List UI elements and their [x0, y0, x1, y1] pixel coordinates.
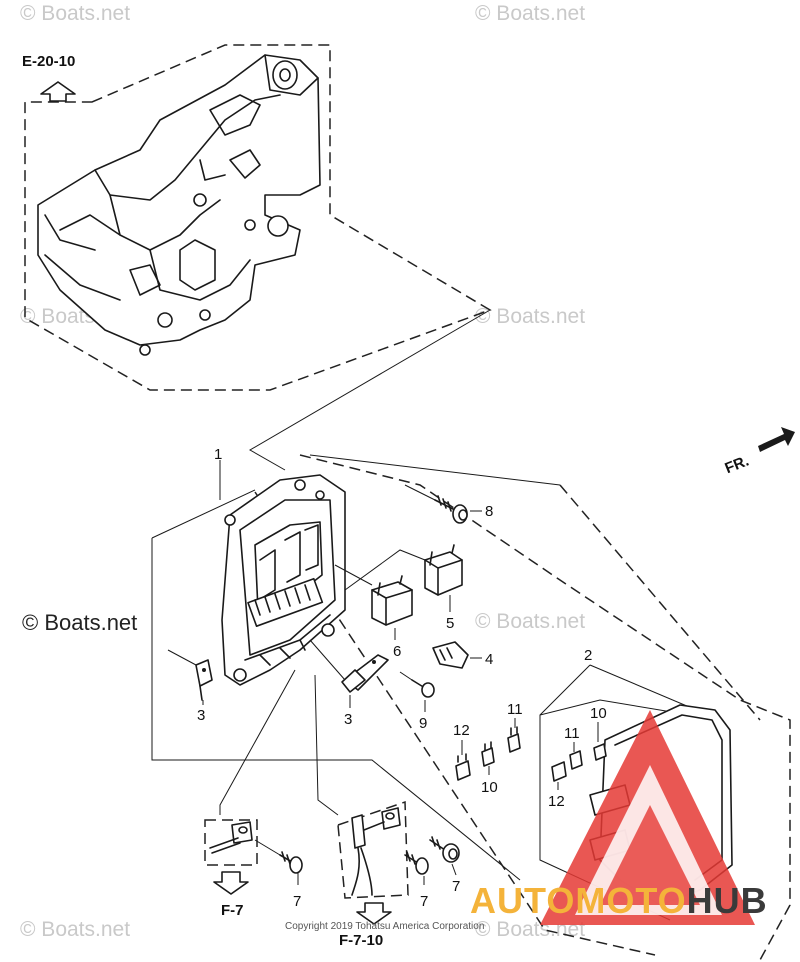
relay-5: [424, 544, 463, 596]
cable-terminal-f710: [351, 807, 401, 896]
bolt-7-right: [429, 836, 460, 863]
callout-11-right: 11: [564, 725, 580, 742]
callout-5: 5: [446, 615, 454, 632]
bolt-7-left: [279, 851, 303, 874]
callout-10-right: 10: [590, 705, 607, 722]
watermark-prominent: © Boats.net: [22, 610, 138, 636]
callout-12-right: 12: [548, 793, 565, 810]
bolt-8: [434, 495, 468, 524]
part-2-group-outline: [299, 454, 791, 961]
callout-7-left: 7: [293, 893, 301, 910]
logo-part-2: HUB: [686, 880, 768, 921]
fuse-10-left: [481, 741, 495, 767]
callout-12-left: 12: [453, 722, 470, 739]
callout-8: 8: [485, 503, 493, 520]
fuse-11-left: [507, 726, 521, 753]
fuse-holder-4: [432, 641, 469, 669]
callout-3-right: 3: [344, 711, 352, 728]
screw-9: [411, 679, 435, 698]
callout-4: 4: [485, 651, 493, 668]
callout-1: 1: [214, 446, 222, 463]
copyright-text: Copyright 2019 Tohatsu America Corporati…: [285, 921, 485, 932]
f7-group-outline: [204, 819, 258, 866]
down-arrow-icon: [356, 902, 392, 925]
ref-group-outline: [24, 44, 492, 391]
front-label: FR.: [723, 452, 752, 477]
watermark: © Boats.net: [20, 2, 131, 25]
front-arrow-icon: [758, 427, 795, 452]
logo-part-1: AUTOMOTO: [470, 880, 687, 921]
callout-10-left: 10: [481, 779, 498, 796]
up-arrow-icon: [40, 81, 76, 102]
callout-6: 6: [393, 643, 401, 660]
watermark: © Boats.net: [475, 2, 586, 25]
fuse-11-right: [569, 750, 583, 770]
fuse-10-right: [593, 743, 607, 761]
f710-group-outline: [337, 800, 409, 899]
terminal-f7: [209, 821, 253, 854]
callout-11-left: 11: [507, 701, 523, 718]
ref-label-f710: F-7-10: [339, 932, 383, 949]
automotohub-logo-mark: [540, 710, 755, 925]
automotohub-logo: AUTOMOTOHUB: [470, 880, 768, 922]
leader-lines: [249, 309, 561, 486]
callout-7-right: 7: [452, 878, 460, 895]
watermark: © Boats.net: [20, 918, 131, 941]
down-arrow-icon: [213, 871, 249, 895]
callout-9: 9: [419, 715, 427, 732]
callout-2: 2: [584, 647, 592, 664]
fuse-12-left: [455, 753, 471, 781]
bracket-3-right: [341, 654, 389, 693]
callout-7-middle: 7: [420, 893, 428, 910]
fuse-12-right: [551, 761, 567, 782]
watermark: © Boats.net: [475, 610, 586, 633]
engine-cover-assembly: [37, 54, 321, 356]
relay-6: [371, 575, 413, 626]
bolt-7-middle: [404, 851, 429, 875]
fuse-box: [221, 474, 346, 686]
ref-label-f7: F-7: [221, 902, 244, 919]
bracket-3-left: [195, 659, 213, 701]
callout-3-left: 3: [197, 707, 205, 724]
watermark: © Boats.net: [475, 305, 586, 328]
ref-label-top: E-20-10: [22, 53, 75, 70]
